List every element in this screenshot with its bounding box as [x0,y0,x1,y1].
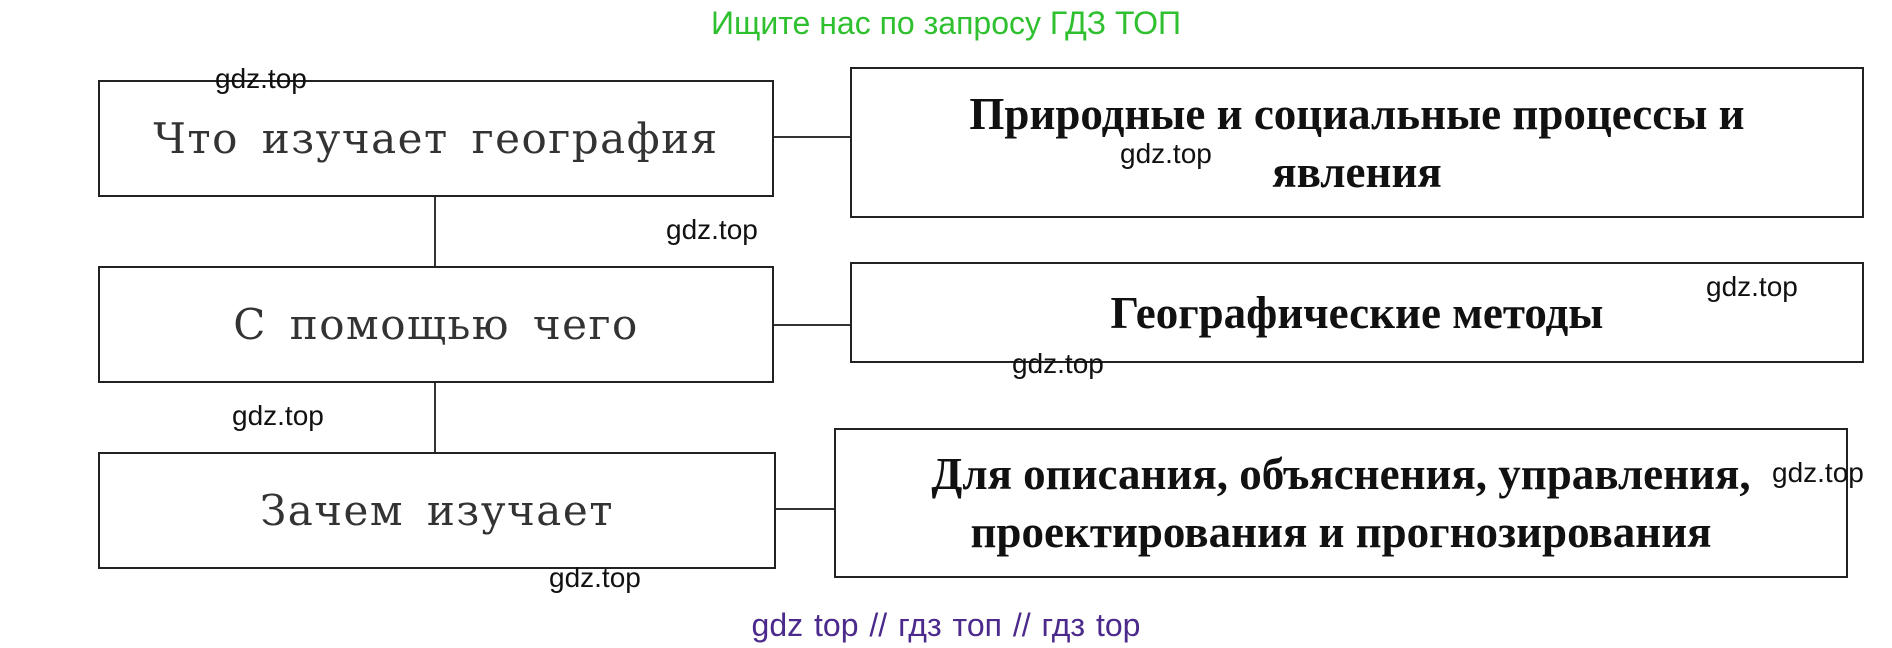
footer-caption: gdz top // гдз топ // гдз top [751,607,1141,643]
answer-box-how: Географические методы [850,262,1864,363]
watermark-text: gdz.top [215,63,307,94]
watermark-text: gdz.top [1706,271,1798,302]
answer-what-line-1: Природные и социальные процессы и [969,88,1745,139]
question-box-why: Зачем изучает [98,452,776,569]
answer-box-what: Природные и социальные процессы и явлени… [850,67,1864,218]
answer-box-why: Для описания, объяснения, управления, пр… [834,428,1848,578]
question-box-what: Что изучает география [98,80,774,197]
horizontal-connector-3 [776,508,836,510]
header-caption: Ищите нас по запросу ГДЗ ТОП [711,5,1181,41]
answer-what-line-2: явления [1272,146,1442,197]
watermark-text: gdz.top [666,214,758,245]
watermark-text: gdz.top [1120,138,1212,169]
answer-why-line-2: проектирования и прогнозирования [970,507,1712,557]
question-label-what: Что изучает география [153,114,719,163]
vertical-connector-1 [434,197,436,266]
watermark-text: gdz.top [549,562,641,593]
answer-how-line-1: Географические методы [1110,287,1604,338]
watermark-text: gdz.top [1772,457,1864,488]
answer-why-line-1: Для описания, объяснения, управления, [931,449,1751,499]
watermark-text: gdz.top [232,400,324,431]
horizontal-connector-2 [774,324,852,326]
question-box-how: С помощью чего [98,266,774,383]
question-label-how: С помощью чего [233,300,639,349]
vertical-connector-2 [434,383,436,452]
watermark-text: gdz.top [1012,348,1104,379]
horizontal-connector-1 [774,136,852,138]
question-label-why: Зачем изучает [260,486,614,535]
